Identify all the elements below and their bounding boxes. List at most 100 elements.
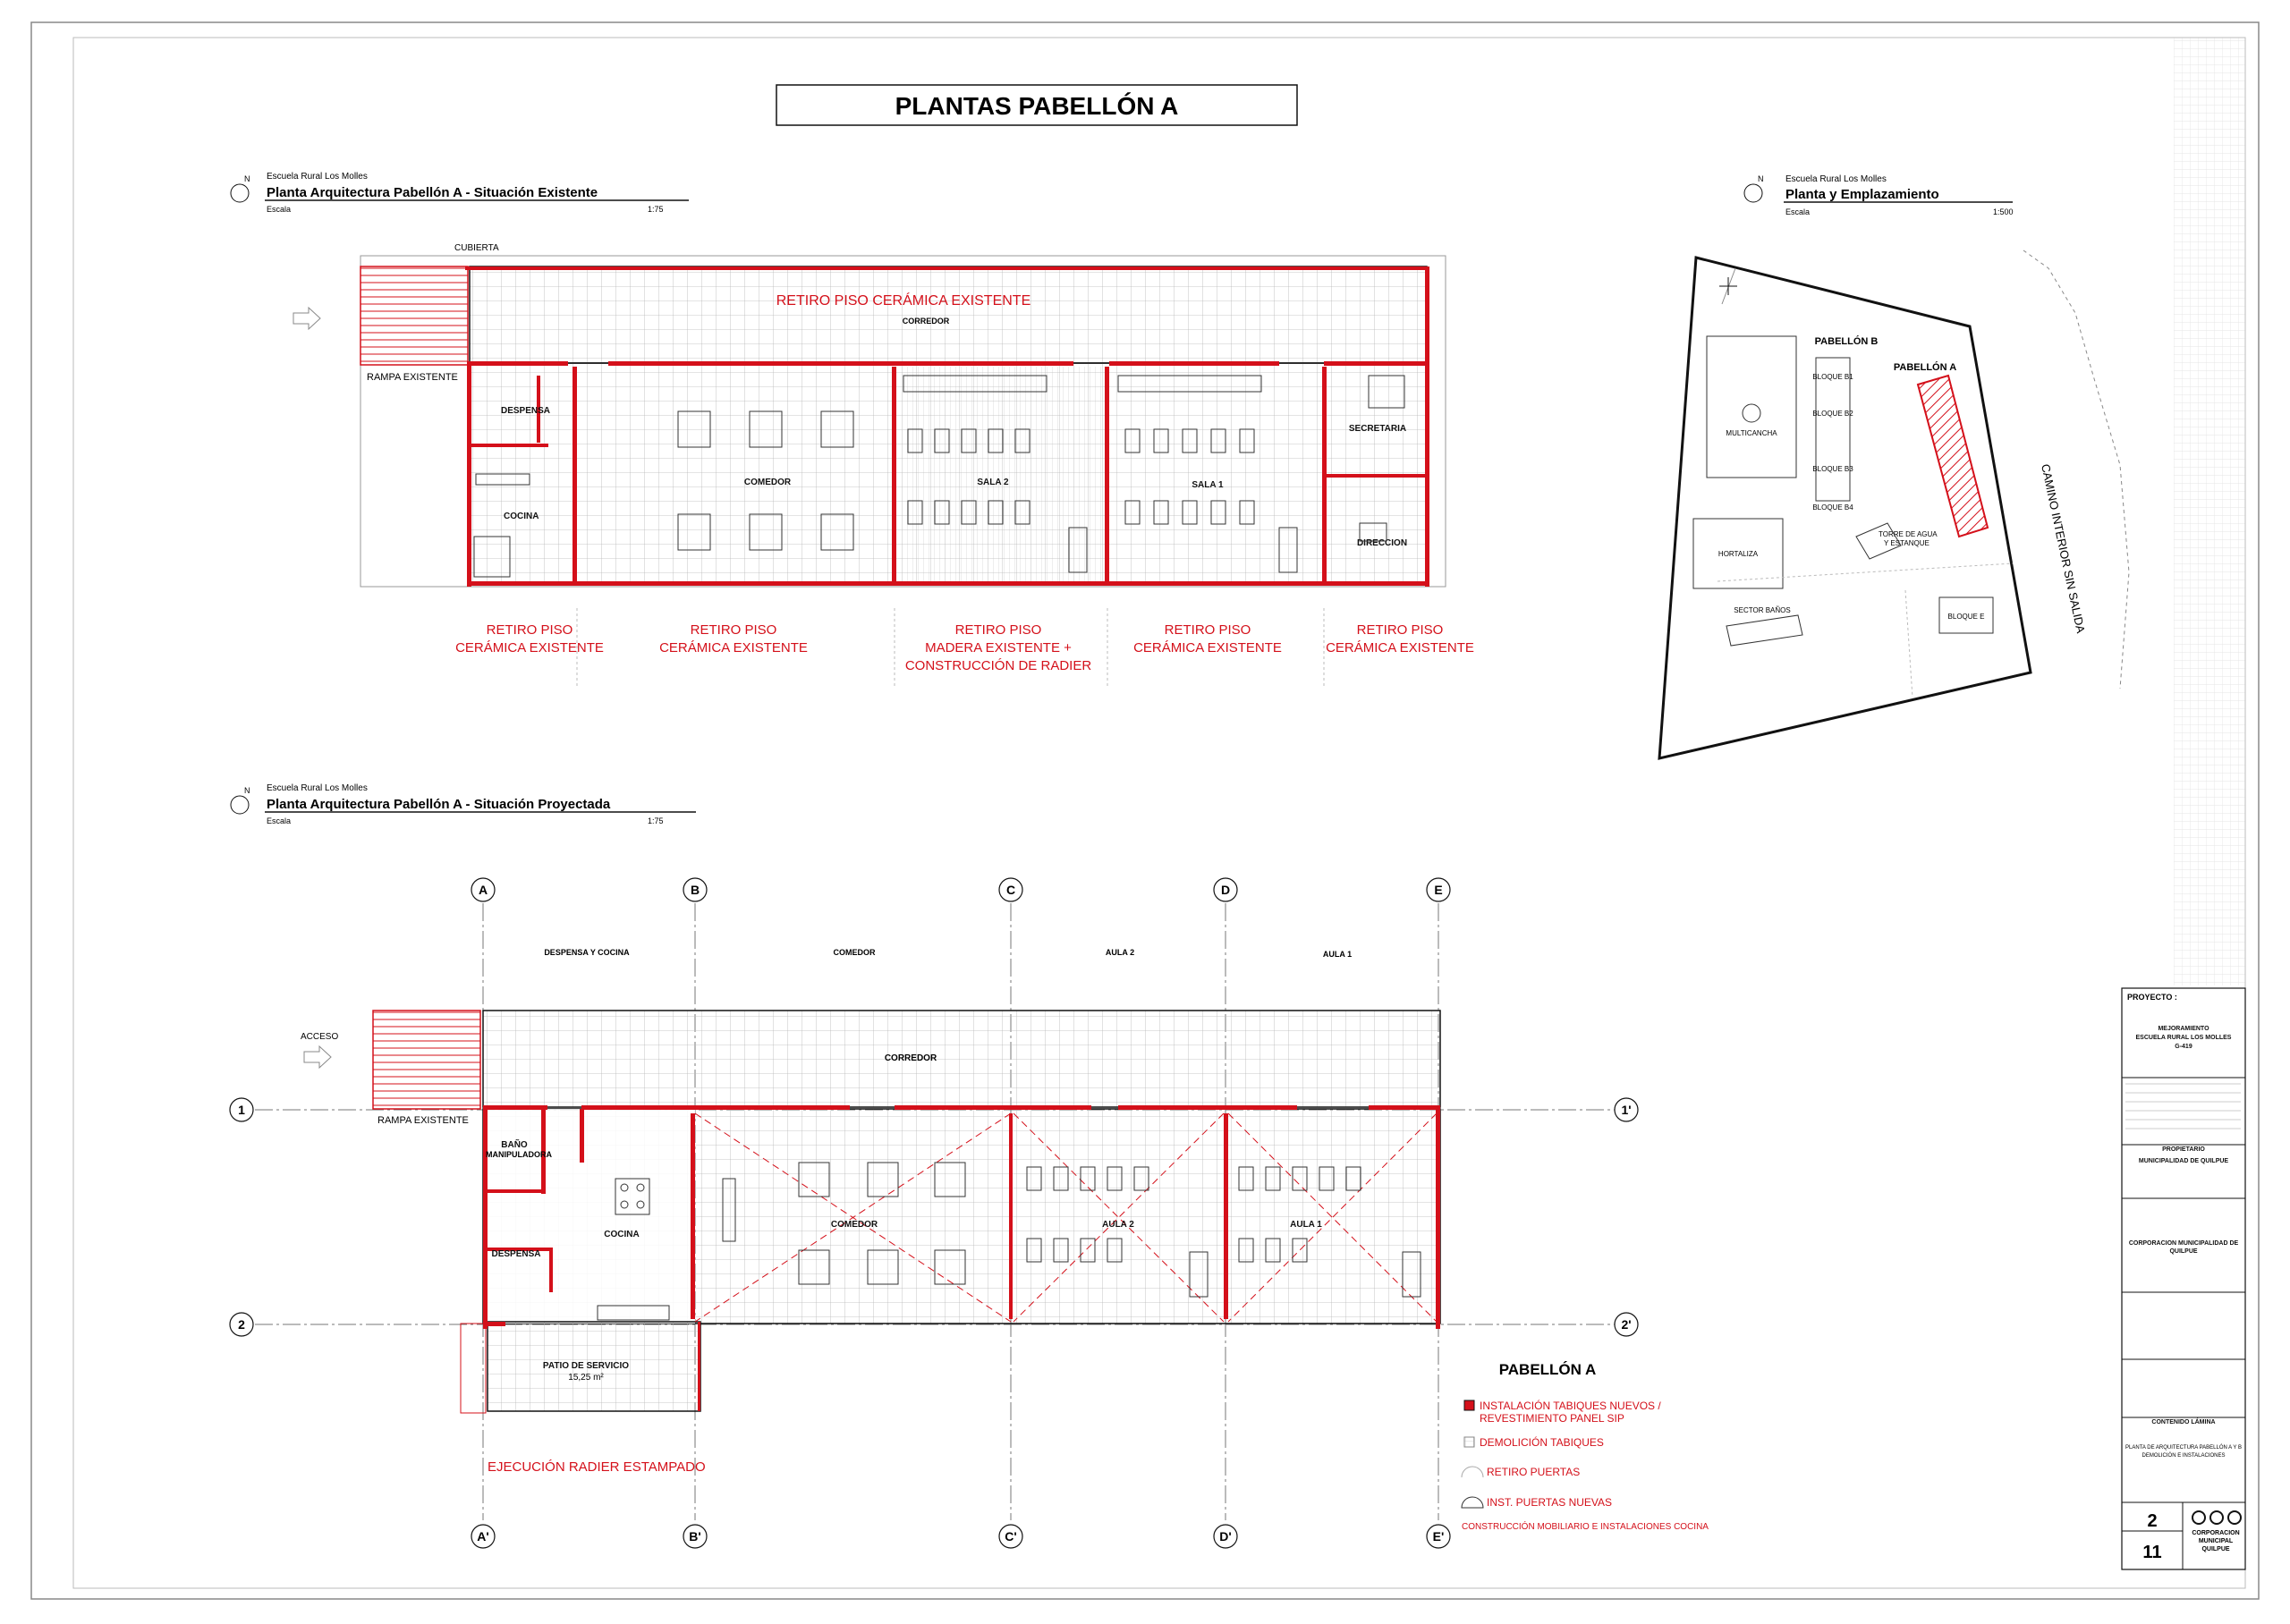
- svg-text:CORREDOR: CORREDOR: [885, 1053, 937, 1063]
- svg-text:BLOQUE B1: BLOQUE B1: [1812, 373, 1853, 381]
- svg-text:DESPENSA Y COCINA: DESPENSA Y COCINA: [544, 948, 630, 957]
- svg-text:INST. PUERTAS NUEVAS: INST. PUERTAS NUEVAS: [1487, 1496, 1612, 1509]
- svg-text:QUILPUE: QUILPUE: [2201, 1546, 2229, 1552]
- svg-text:D: D: [1221, 883, 1230, 897]
- svg-text:C: C: [1006, 883, 1015, 897]
- svg-text:E': E': [1433, 1529, 1445, 1544]
- svg-text:AULA 1: AULA 1: [1323, 950, 1352, 959]
- svg-text:MADERA EXISTENTE +: MADERA EXISTENTE +: [925, 640, 1072, 656]
- svg-text:RAMPA EXISTENTE: RAMPA EXISTENTE: [377, 1115, 469, 1126]
- sheet-title: PLANTAS PABELLÓN A: [895, 92, 1179, 120]
- svg-text:1:75: 1:75: [648, 816, 664, 825]
- svg-text:MULTICANCHA: MULTICANCHA: [1726, 429, 1777, 437]
- svg-text:BLOQUE B4: BLOQUE B4: [1812, 503, 1853, 512]
- svg-text:AULA 2: AULA 2: [1106, 948, 1134, 957]
- legend: PABELLÓN A INSTALACIÓN TABIQUES NUEVOS /…: [1461, 1361, 1709, 1532]
- svg-text:SECRETARIA: SECRETARIA: [1349, 424, 1406, 434]
- svg-text:N: N: [244, 174, 250, 183]
- svg-text:PROYECTO :: PROYECTO :: [2127, 993, 2177, 1002]
- svg-text:AULA 2: AULA 2: [1102, 1220, 1134, 1230]
- svg-text:CONSTRUCCIÓN MOBILIARIO E INST: CONSTRUCCIÓN MOBILIARIO E INSTALACIONES …: [1462, 1520, 1709, 1532]
- svg-text:EJECUCIÓN RADIER ESTAMPADO: EJECUCIÓN RADIER ESTAMPADO: [488, 1459, 706, 1475]
- existing-rampa-label: RAMPA EXISTENTE: [367, 372, 458, 383]
- svg-text:SALA 2: SALA 2: [977, 478, 1009, 487]
- svg-text:COMEDOR: COMEDOR: [831, 1220, 878, 1230]
- existing-title: Planta Arquitectura Pabellón A - Situaci…: [267, 185, 598, 200]
- existing-plan: N Escuela Rural Los Molles Planta Arquit…: [230, 172, 1474, 689]
- svg-text:Y ESTANQUE: Y ESTANQUE: [1884, 539, 1930, 547]
- svg-text:PROPIETARIO: PROPIETARIO: [2162, 1146, 2205, 1153]
- svg-text:CONTENIDO LÁMINA: CONTENIDO LÁMINA: [2151, 1417, 2215, 1425]
- existing-scale: 1:75: [648, 205, 664, 214]
- svg-text:CERÁMICA EXISTENTE: CERÁMICA EXISTENTE: [455, 640, 604, 656]
- svg-text:COMEDOR: COMEDOR: [834, 948, 877, 957]
- svg-text:Escuela Rural Los Molles: Escuela Rural Los Molles: [267, 783, 368, 793]
- cubierta-label: CUBIERTA: [454, 243, 499, 253]
- svg-text:INSTALACIÓN TABIQUES NUEVOS /: INSTALACIÓN TABIQUES NUEVOS /: [1480, 1399, 1661, 1412]
- svg-text:PABELLÓN A: PABELLÓN A: [1894, 361, 1956, 373]
- svg-text:1:500: 1:500: [1993, 207, 2014, 216]
- svg-text:SALA 1: SALA 1: [1192, 480, 1224, 490]
- svg-text:A': A': [477, 1529, 488, 1544]
- svg-text:C': C': [1005, 1529, 1016, 1544]
- logo-icon: [2192, 1510, 2206, 1525]
- svg-text:AULA 1: AULA 1: [1290, 1220, 1322, 1230]
- existing-ramp: [360, 266, 469, 366]
- svg-text:HORTALIZA: HORTALIZA: [1718, 550, 1759, 558]
- svg-text:CORREDOR: CORREDOR: [903, 317, 950, 326]
- existing-school: Escuela Rural Los Molles: [267, 172, 368, 182]
- svg-text:DESPENSA: DESPENSA: [501, 406, 550, 416]
- projected-plan: N Escuela Rural Los Molles Planta Arquit…: [229, 783, 1639, 1549]
- svg-text:DEMOLICIÓN TABIQUES: DEMOLICIÓN TABIQUES: [1480, 1435, 1604, 1449]
- site-north-icon: [1743, 183, 1763, 203]
- svg-text:BLOQUE E: BLOQUE E: [1948, 613, 1985, 621]
- svg-text:CERÁMICA EXISTENTE: CERÁMICA EXISTENTE: [1326, 640, 1474, 656]
- svg-text:MUNICIPALIDAD DE QUILPUE: MUNICIPALIDAD DE QUILPUE: [2139, 1158, 2229, 1164]
- svg-text:MUNICIPAL: MUNICIPAL: [2199, 1538, 2234, 1544]
- svg-text:Planta y Emplazamiento: Planta y Emplazamiento: [1785, 187, 1939, 202]
- svg-text:ESCUELA RURAL LOS MOLLES: ESCUELA RURAL LOS MOLLES: [2136, 1035, 2232, 1041]
- svg-text:RETIRO PISO: RETIRO PISO: [487, 622, 573, 638]
- svg-text:2': 2': [1621, 1317, 1631, 1332]
- title-block: PROYECTO : MEJORAMIENTO ESCUELA RURAL LO…: [2121, 987, 2246, 1570]
- svg-text:DEMOLICIÓN E INSTALACIONES: DEMOLICIÓN E INSTALACIONES: [2142, 1452, 2226, 1459]
- svg-text:TORRE DE AGUA: TORRE DE AGUA: [1879, 530, 1938, 538]
- side-strip: [2174, 38, 2245, 985]
- svg-text:A: A: [479, 883, 488, 897]
- svg-text:RETIRO PISO: RETIRO PISO: [691, 622, 777, 638]
- svg-text:RETIRO PISO: RETIRO PISO: [1165, 622, 1251, 638]
- svg-text:2: 2: [2147, 1511, 2157, 1531]
- svg-text:B: B: [691, 883, 700, 897]
- svg-text:DESPENSA: DESPENSA: [491, 1249, 540, 1259]
- svg-text:RETIRO PUERTAS: RETIRO PUERTAS: [1487, 1466, 1580, 1478]
- svg-text:B': B': [689, 1529, 700, 1544]
- svg-text:RETIRO PISO: RETIRO PISO: [955, 622, 1042, 638]
- svg-text:D': D': [1219, 1529, 1231, 1544]
- svg-text:N: N: [1758, 174, 1764, 183]
- sheet-title-box: [776, 84, 1298, 126]
- svg-text:1: 1: [238, 1103, 245, 1117]
- svg-text:SECTOR BAÑOS: SECTOR BAÑOS: [1734, 606, 1790, 614]
- svg-text:1': 1': [1621, 1103, 1631, 1117]
- projected-north-icon: [230, 795, 250, 815]
- svg-text:PABELLÓN A: PABELLÓN A: [1499, 1361, 1597, 1378]
- svg-text:ACCESO: ACCESO: [301, 1032, 338, 1042]
- svg-text:PATIO DE SERVICIO: PATIO DE SERVICIO: [543, 1361, 629, 1371]
- north-icon: [230, 183, 250, 203]
- svg-text:CAMINO INTERIOR SIN SALIDA: CAMINO INTERIOR SIN SALIDA: [2039, 463, 2088, 635]
- svg-text:BAÑO: BAÑO: [501, 1138, 528, 1150]
- existing-corridor: [469, 266, 1428, 364]
- svg-text:2: 2: [238, 1317, 245, 1332]
- svg-text:COMEDOR: COMEDOR: [744, 478, 792, 487]
- svg-text:COCINA: COCINA: [604, 1230, 639, 1239]
- svg-text:Escala: Escala: [267, 816, 291, 825]
- svg-text:MANIPULADORA: MANIPULADORA: [486, 1150, 552, 1159]
- existing-notes: RETIRO PISO CERÁMICA EXISTENTE RETIRO PI…: [455, 622, 1474, 673]
- svg-text:Planta Arquitectura Pabellón A: Planta Arquitectura Pabellón A - Situaci…: [267, 797, 611, 812]
- svg-text:G-419: G-419: [2175, 1044, 2192, 1050]
- existing-scale-label: Escala: [267, 205, 291, 214]
- svg-text:CORPORACION: CORPORACION: [2192, 1530, 2239, 1536]
- svg-text:CERÁMICA EXISTENTE: CERÁMICA EXISTENTE: [659, 640, 808, 656]
- svg-text:11: 11: [2142, 1543, 2161, 1562]
